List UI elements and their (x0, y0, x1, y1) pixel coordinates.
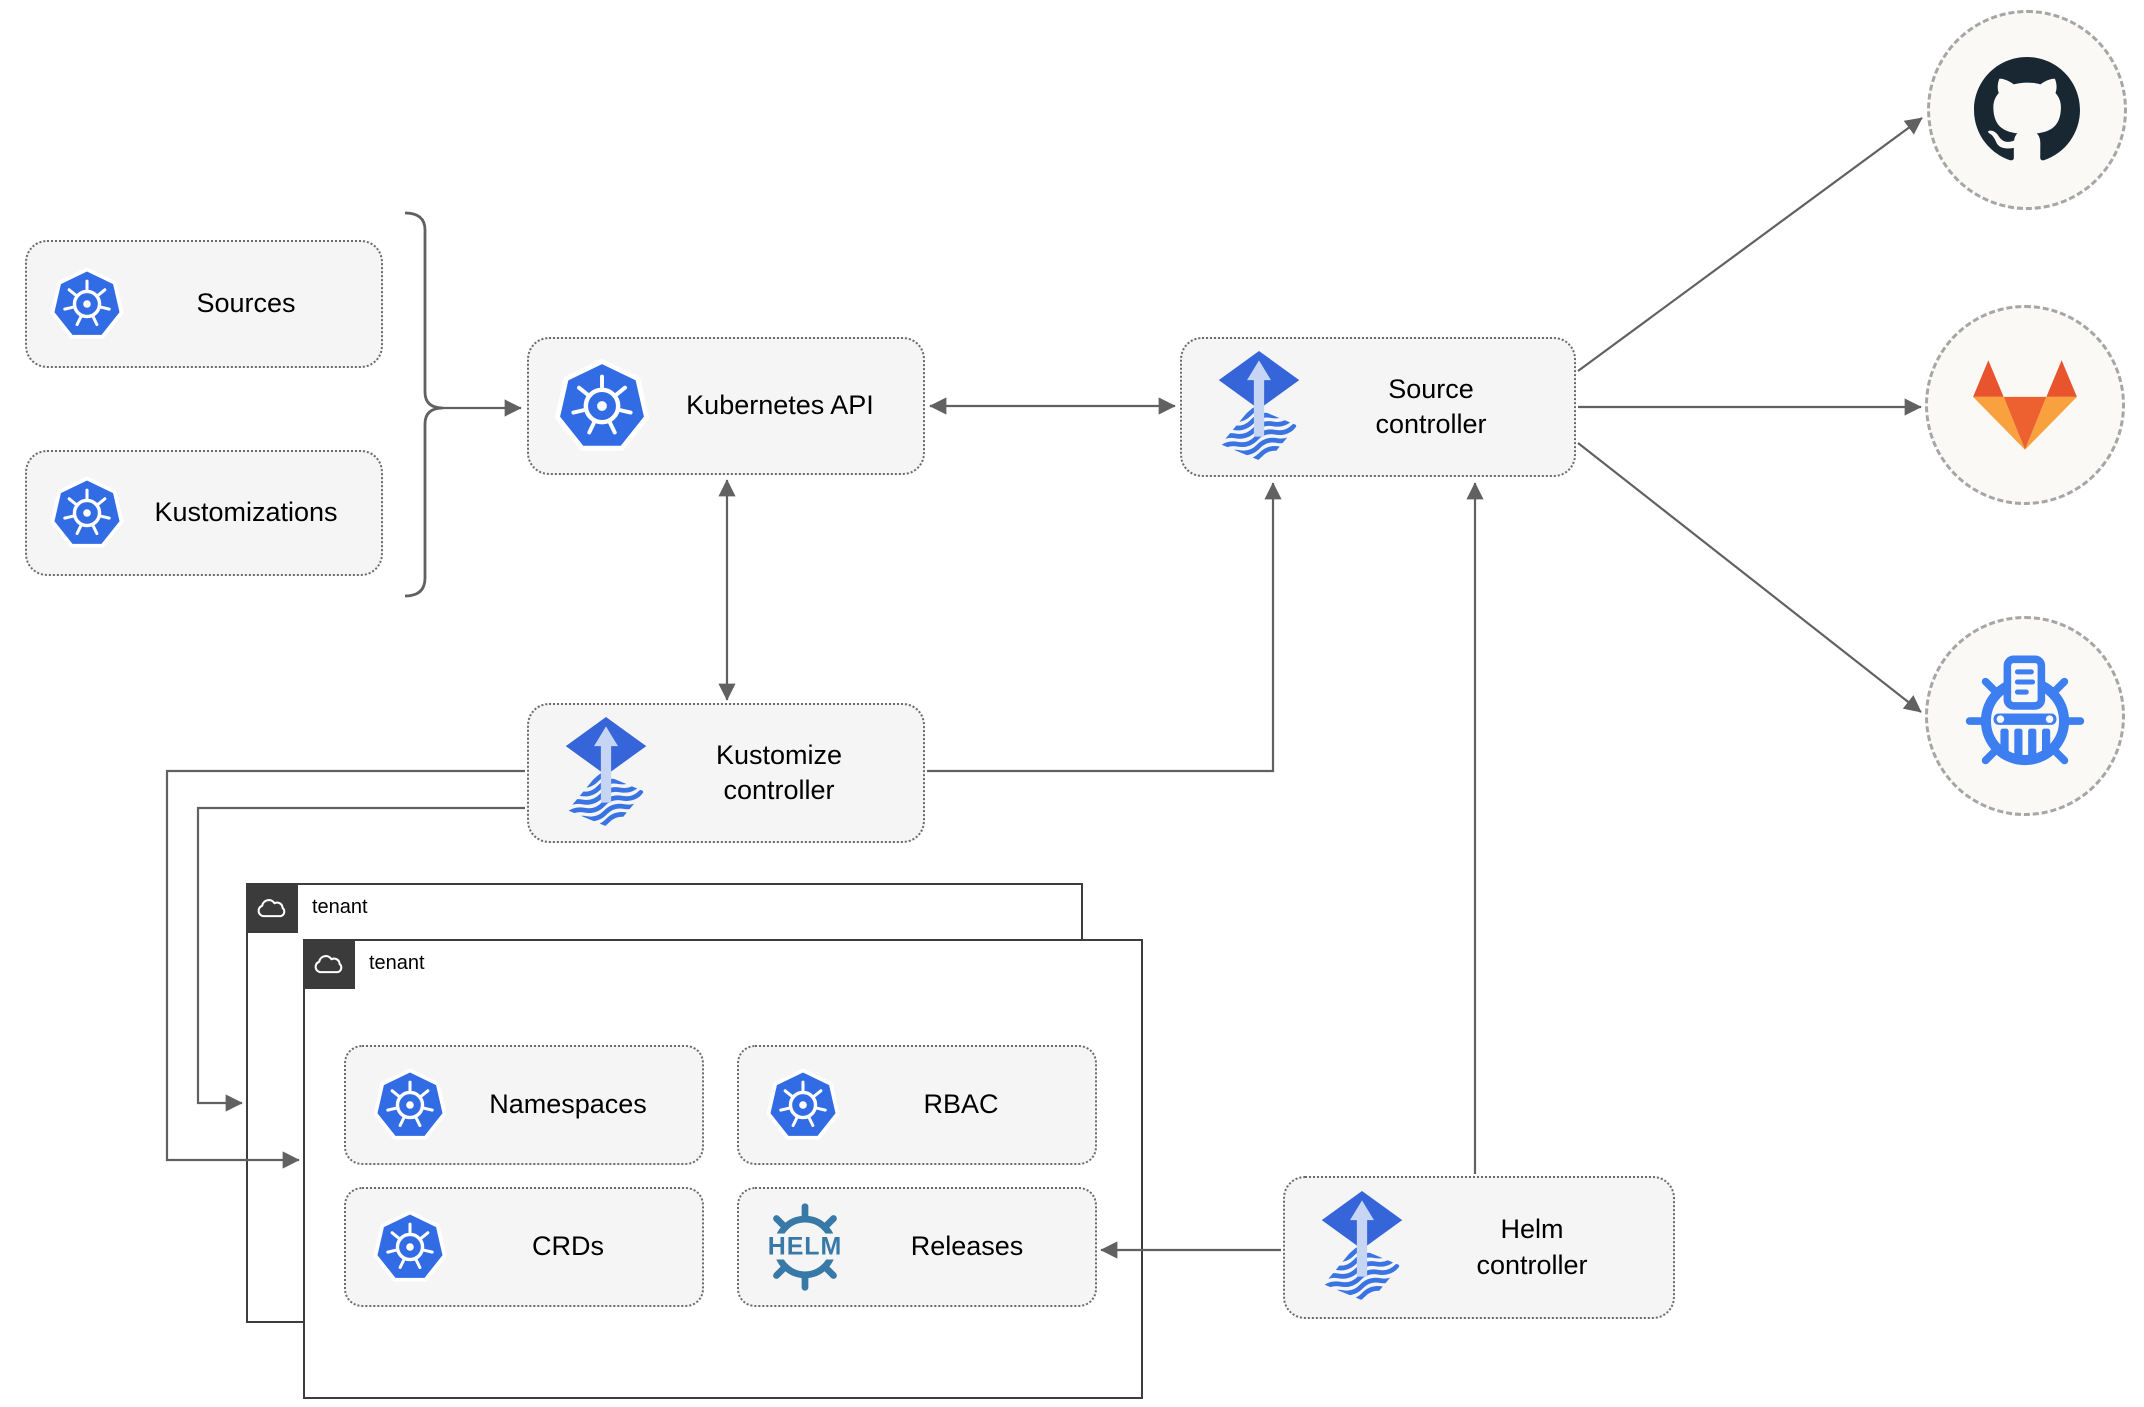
node-label: Kustomizations (154, 497, 338, 528)
node-kubernetes-api: Kubernetes API (527, 337, 925, 475)
kubernetes-icon (529, 357, 651, 455)
node-label: Namespaces (489, 1089, 647, 1120)
cloud-icon (312, 951, 346, 977)
tenant-front-header-tab (302, 938, 355, 989)
gitlab-icon (1968, 360, 2082, 450)
node-kustomize-controller: Kustomize controller (527, 703, 925, 843)
node-releases: HELM Releases (737, 1187, 1097, 1307)
endpoint-helm-repository (1925, 616, 2125, 816)
node-label: Helm controller (1476, 1214, 1588, 1280)
connector-source-controller-to-github (1577, 117, 1923, 372)
chartmuseum-icon (1962, 653, 2088, 779)
endpoint-github (1927, 10, 2127, 210)
node-sources: Sources (25, 240, 383, 368)
node-label: RBAC (923, 1089, 999, 1120)
node-label: Releases (910, 1231, 1024, 1262)
flux-icon (1182, 351, 1302, 464)
node-label: CRDs (532, 1231, 604, 1262)
flux-icon (1285, 1191, 1405, 1304)
svg-text:HELM: HELM (768, 1233, 843, 1261)
kubernetes-icon (346, 1067, 448, 1143)
github-icon (1974, 57, 2080, 163)
endpoint-gitlab (1925, 305, 2125, 505)
helm-icon: HELM (739, 1199, 853, 1295)
connector-kustomize-to-source-controller (927, 482, 1282, 773)
node-label: Kubernetes API (686, 390, 874, 421)
node-label: Source controller (1375, 373, 1487, 439)
kubernetes-icon (27, 475, 125, 551)
node-namespaces: Namespaces (344, 1045, 704, 1165)
cloud-icon (255, 895, 289, 921)
node-helm-controller: Helm controller (1283, 1176, 1675, 1319)
node-kustomizations: Kustomizations (25, 450, 383, 576)
kubernetes-icon (739, 1067, 841, 1143)
connector-source-controller-to-helm-repository (1577, 442, 1922, 713)
node-rbac: RBAC (737, 1045, 1097, 1165)
node-source-controller: Source controller (1180, 337, 1576, 477)
node-label: Sources (196, 288, 296, 319)
grouping-brace (404, 211, 444, 598)
tenant-back-label: tenant (312, 896, 368, 918)
tenant-box-front: tenant Namespaces RBAC CRDs (302, 938, 1143, 1399)
node-crds: CRDs (344, 1187, 704, 1307)
tenant-back-header-tab (245, 882, 298, 933)
tenant-front-label: tenant (369, 952, 425, 974)
kubernetes-icon (27, 266, 125, 342)
flux-icon (529, 717, 649, 830)
kubernetes-icon (346, 1209, 448, 1285)
node-label: Kustomize controller (715, 739, 843, 805)
